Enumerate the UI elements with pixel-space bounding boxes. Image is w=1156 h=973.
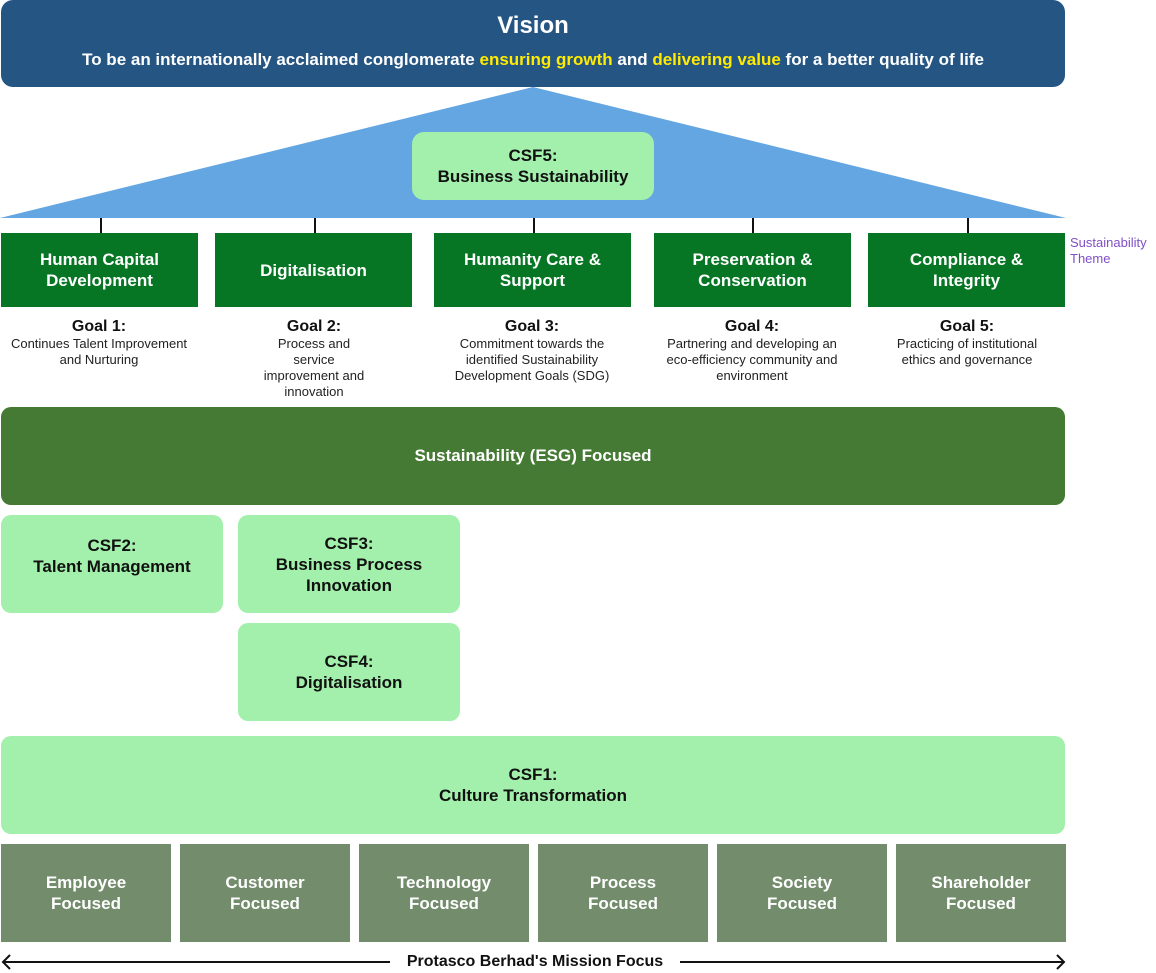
vision-statement: To be an internationally acclaimed congl…: [1, 50, 1065, 70]
goal-description: Partnering and developing an eco-efficie…: [666, 336, 838, 383]
theme-label: Human Capital Development: [39, 250, 160, 290]
vision-title: Vision: [497, 12, 569, 39]
focus-line: Focused: [409, 894, 479, 913]
theme-humanity-care: Humanity Care & Support: [434, 233, 631, 307]
focus-line: Focused: [230, 894, 300, 913]
focus-line: Employee: [45, 873, 127, 892]
esg-focused-banner: Sustainability (ESG) Focused: [1, 407, 1065, 505]
csf3-name: Business Process Innovation: [275, 554, 423, 595]
vision-highlight-value: delivering value: [652, 50, 781, 69]
csf1-name: Culture Transformation: [439, 786, 627, 805]
goal-title: Goal 5:: [939, 318, 995, 335]
csf1-code: CSF1:: [508, 765, 558, 784]
goal-title: Goal 1:: [71, 318, 127, 335]
vision-highlight-growth: ensuring growth: [479, 50, 613, 69]
theme-digitalisation: Digitalisation: [215, 233, 412, 307]
focus-line: Technology: [396, 873, 492, 892]
csf4-code: CSF4:: [324, 652, 374, 671]
mission-focus-label: Protasco Berhad's Mission Focus: [390, 953, 680, 971]
goal-5: Goal 5: Practicing of institutional ethi…: [859, 318, 1075, 368]
goal-2: Goal 2: Process and service improvement …: [206, 318, 422, 400]
vision-text-part: for a better quality of life: [780, 50, 984, 69]
vision-banner: Vision To be an internationally acclaime…: [1, 0, 1065, 87]
focus-line: Focused: [588, 894, 658, 913]
connector-line: [100, 218, 102, 233]
arrow-left-head-icon: [1, 954, 11, 970]
connector-line: [967, 218, 969, 233]
vision-text-part: To be an internationally acclaimed congl…: [82, 50, 480, 69]
arrow-right-head-icon: [1056, 954, 1066, 970]
connector-line: [752, 218, 754, 233]
csf5-name: Business Sustainability: [437, 167, 629, 186]
goal-description: Commitment towards the identified Sustai…: [454, 336, 610, 383]
vision-text-part: and: [612, 50, 653, 69]
theme-human-capital: Human Capital Development: [1, 233, 198, 307]
csf3-box: CSF3: Business Process Innovation: [238, 515, 460, 613]
csf2-box: CSF2: Talent Management: [1, 515, 223, 613]
focus-line: Shareholder: [931, 873, 1031, 892]
theme-label: Preservation & Conservation: [692, 250, 813, 290]
csf4-box: CSF4: Digitalisation: [238, 623, 460, 721]
theme-preservation: Preservation & Conservation: [654, 233, 851, 307]
focus-line: Focused: [51, 894, 121, 913]
csf3-code: CSF3:: [324, 533, 374, 553]
theme-compliance: Compliance & Integrity: [868, 233, 1065, 307]
focus-line: Process: [589, 873, 657, 892]
goal-title: Goal 2:: [286, 318, 342, 335]
csf5-code: CSF5:: [508, 146, 558, 165]
theme-label: Humanity Care & Support: [464, 250, 601, 290]
goal-4: Goal 4: Partnering and developing an eco…: [644, 318, 860, 384]
connector-line: [314, 218, 316, 233]
goal-3: Goal 3: Commitment towards the identifie…: [424, 318, 640, 384]
goal-1: Goal 1: Continues Talent Improvement and…: [0, 318, 207, 368]
connector-line: [533, 218, 535, 233]
goal-title: Goal 3:: [504, 318, 560, 335]
focus-line: Society: [771, 873, 833, 892]
csf2-name: Talent Management: [33, 557, 191, 576]
sustainability-theme-label: Sustainability Theme: [1070, 235, 1147, 266]
esg-label: Sustainability (ESG) Focused: [414, 446, 652, 465]
goal-description: Practicing of institutional ethics and g…: [896, 336, 1038, 367]
theme-label: Digitalisation: [260, 260, 367, 280]
focus-line: Focused: [767, 894, 837, 913]
focus-line: Customer: [225, 873, 305, 892]
csf4-name: Digitalisation: [295, 673, 403, 692]
csf2-code: CSF2:: [87, 536, 137, 555]
csf5-box: CSF5: Business Sustainability: [412, 132, 654, 200]
goal-description: Continues Talent Improvement and Nurturi…: [10, 336, 188, 367]
goal-title: Goal 4:: [724, 318, 780, 335]
csf1-box: CSF1: Culture Transformation: [1, 736, 1065, 834]
focus-line: Focused: [946, 894, 1016, 913]
theme-label: Compliance & Integrity: [909, 250, 1024, 290]
goal-description: Process and service improvement and inno…: [263, 336, 365, 399]
